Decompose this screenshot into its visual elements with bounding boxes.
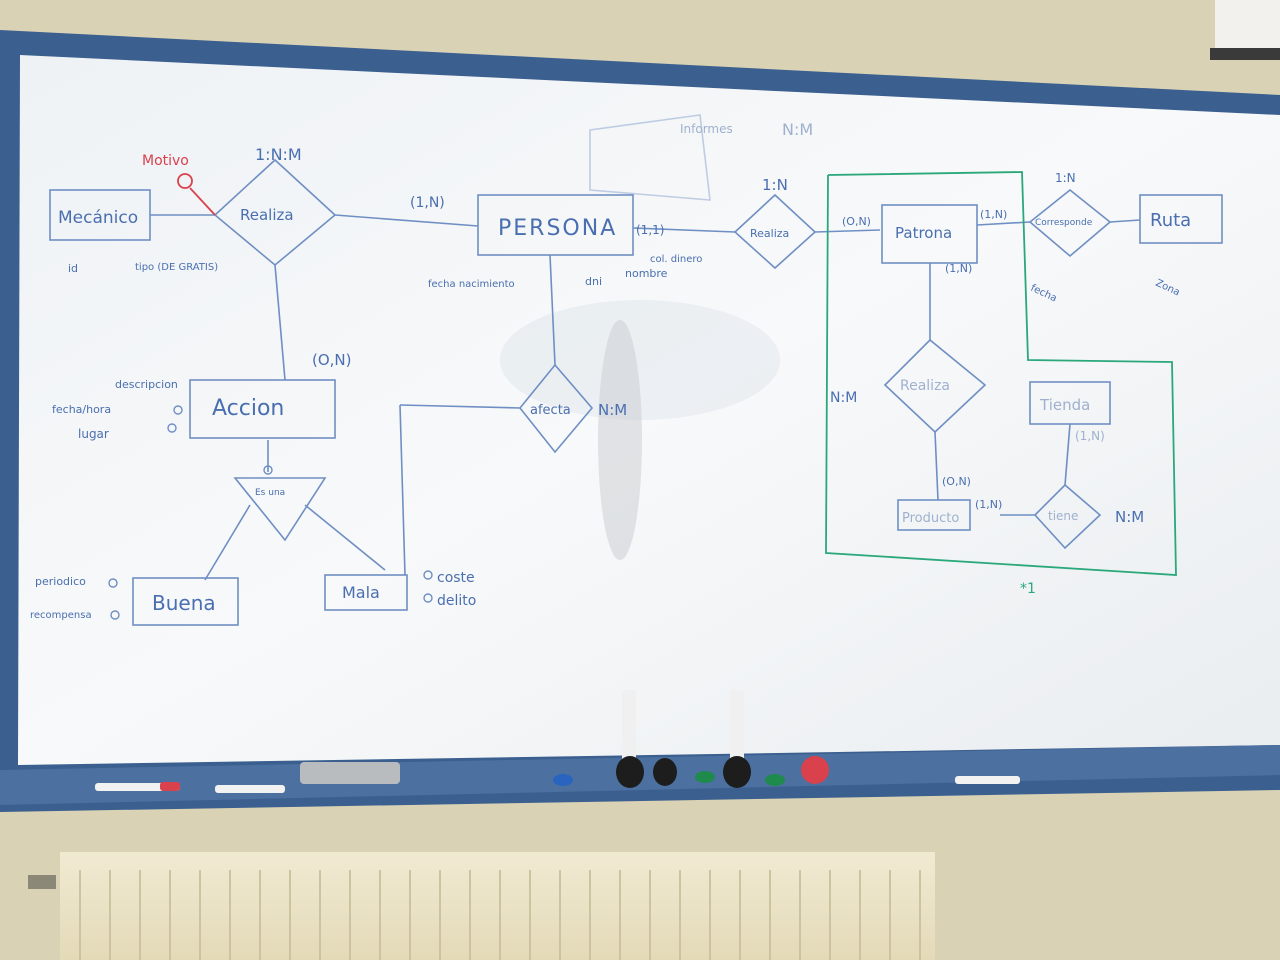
entity-mala-box — [324, 574, 408, 611]
attr-tipo: tipo (DE GRATIS) — [135, 262, 218, 273]
ink-bottle-2 — [653, 758, 677, 786]
attr-nombre: nombre — [625, 267, 668, 280]
card-9: (1,N) — [980, 208, 1007, 221]
radiator-valve — [28, 875, 56, 889]
card-12: N:M — [830, 390, 857, 406]
card-13: (1,N) — [1075, 429, 1105, 443]
rel-realiza-inner: Realiza — [900, 378, 950, 394]
blue-cap — [553, 774, 573, 786]
card-4: (O,N) — [312, 351, 352, 369]
marker-red-cap — [95, 783, 180, 791]
attr-fecha-hora: fecha/hora — [52, 403, 111, 416]
attr-col-dinero: col. dinero — [650, 254, 702, 265]
isa-label: Es una — [255, 488, 285, 498]
aggregation-outline — [825, 171, 1177, 576]
eraser — [300, 762, 400, 784]
entity-buena: Buena — [152, 591, 216, 615]
entity-producto-box — [897, 499, 971, 531]
card-16: N:M — [1115, 508, 1144, 526]
attr-descripcion: descripcion — [115, 378, 178, 391]
attr-coste: coste — [437, 570, 475, 586]
rel-corresponde: Corresponde — [1035, 218, 1093, 228]
attr-fecha-nacimiento: fecha nacimiento — [428, 279, 515, 290]
rel-afecta: afecta — [530, 403, 571, 418]
screen-bar — [1210, 48, 1280, 60]
eraser-smudge — [598, 320, 642, 560]
attr-recompensa: recompensa — [30, 610, 92, 621]
rel-afecta-shape — [518, 363, 594, 454]
card-2: (1,N) — [410, 195, 445, 211]
rel-tiene-shape — [1033, 483, 1102, 550]
attr-id: id — [68, 262, 78, 275]
attr-periodico: periodico — [35, 575, 86, 588]
card-11: (1,N) — [945, 262, 972, 275]
entity-mecanico: Mecánico — [58, 208, 138, 228]
marker-standing-2 — [730, 690, 744, 765]
card-15: (1,N) — [975, 498, 1002, 511]
entity-producto: Producto — [902, 511, 959, 526]
attribute-circles — [108, 405, 433, 620]
entity-ruta-box — [1139, 194, 1223, 244]
rel-informes: Informes — [680, 122, 733, 136]
card-1: 1:N:M — [255, 145, 302, 164]
rel-informes-shape — [589, 114, 711, 201]
motivo-attribute-lines — [177, 173, 216, 216]
ink-bottle-1 — [616, 756, 644, 788]
radiator-fins — [79, 870, 921, 960]
rel-realiza-left: Realiza — [240, 206, 294, 224]
board-surface — [18, 55, 1280, 765]
rel-tiene: tiene — [1048, 509, 1078, 523]
marker-white — [215, 785, 285, 793]
entity-persona-box — [477, 194, 634, 256]
rel-realiza-right: Realiza — [750, 227, 789, 240]
entity-accion-box — [189, 379, 336, 439]
card-10: 1:N — [1055, 171, 1076, 185]
marker-standing-1 — [622, 690, 636, 765]
card-17: *1 — [1020, 581, 1036, 597]
entity-patrona: Patrona — [895, 224, 952, 242]
attr-dni: dni — [585, 275, 602, 288]
green-cap-2 — [765, 774, 785, 786]
entity-buena-box — [132, 577, 239, 626]
marker-white-right — [955, 776, 1020, 784]
rel-realiza-inner-shape — [883, 338, 987, 434]
card-6: 1:N — [762, 176, 788, 194]
card-8: (O,N) — [842, 215, 871, 228]
isa-triangle — [233, 477, 327, 542]
card-3: (1,1) — [636, 223, 664, 237]
entity-persona: PERSONA — [498, 216, 617, 241]
entity-ruta: Ruta — [1150, 210, 1191, 231]
card-14: (O,N) — [942, 475, 971, 488]
ghost-marks — [500, 300, 780, 420]
attr-lugar: lugar — [78, 427, 109, 441]
diagram-lines — [49, 114, 1223, 626]
ink-bottle-red — [801, 756, 829, 784]
radiator — [60, 852, 935, 960]
attr-motivo: Motivo — [142, 153, 189, 169]
ink-bottle-3 — [723, 756, 751, 788]
entity-mala: Mala — [342, 583, 380, 602]
card-5: N:M — [598, 401, 627, 419]
attr-delito: delito — [437, 593, 476, 609]
entity-tienda: Tienda — [1039, 396, 1090, 414]
green-cap-1 — [695, 771, 715, 783]
entity-accion: Accion — [212, 396, 284, 421]
projector-screen — [1215, 0, 1280, 55]
card-7: N:M — [782, 120, 813, 139]
marker-red — [160, 782, 180, 791]
